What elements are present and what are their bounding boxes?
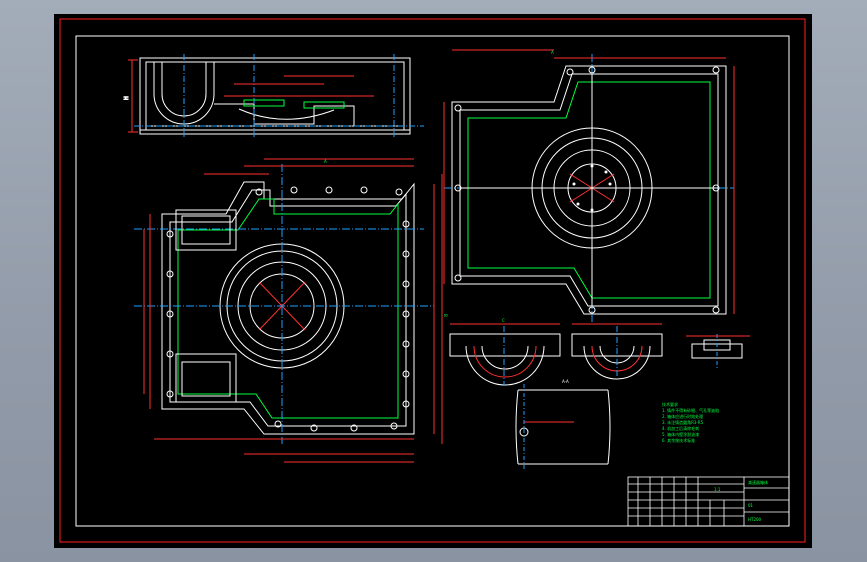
top-section-view[interactable]: H (124, 54, 424, 139)
cad-drawing-canvas[interactable]: H (54, 14, 812, 548)
svg-text:C: C (502, 318, 505, 323)
section-a-a-view[interactable]: A-A (515, 379, 611, 470)
title-block[interactable]: 减速器箱体 1:1 01 HT200 (627, 476, 790, 527)
sheet-number: 01 (748, 503, 754, 508)
bearing-section-2[interactable] (571, 323, 663, 380)
drawing-sheet (54, 14, 812, 548)
technical-notes: 技术要求 1. 铸件不得有砂眼、气孔等缺陷 2. 箱体应进行时效处理 3. 未注… (662, 401, 719, 443)
svg-text:B: B (443, 314, 448, 317)
outer-frame (59, 18, 806, 543)
inner-border (75, 35, 790, 527)
notes-line-2: 2. 箱体应进行时效处理 (662, 413, 703, 419)
detail-view-small[interactable] (686, 334, 750, 370)
notes-line-1: 1. 铸件不得有砂眼、气孔等缺陷 (662, 407, 719, 413)
plan-view[interactable]: A B (134, 158, 448, 463)
notes-heading: 技术要求 (662, 401, 678, 407)
right-plan-view[interactable]: A (443, 49, 735, 324)
notes-line-4: 4. 机加工后清除毛刺 (662, 425, 699, 431)
notes-line-5: 5. 箱体内壁涂耐油漆 (662, 431, 699, 437)
svg-text:A: A (551, 50, 554, 55)
notes-line-3: 3. 未注铸造圆角R3-R5 (662, 419, 704, 425)
drawing-title: 减速器箱体 (748, 479, 768, 485)
svg-text:H: H (124, 96, 130, 100)
material-value: HT200 (748, 517, 762, 522)
bearing-section-1[interactable]: C (449, 318, 561, 386)
notes-line-6: 6. 其余按技术标准 (662, 437, 695, 443)
svg-text:A: A (324, 159, 327, 164)
section-label-1: A-A (562, 379, 569, 384)
scale-value: 1:1 (714, 487, 721, 492)
